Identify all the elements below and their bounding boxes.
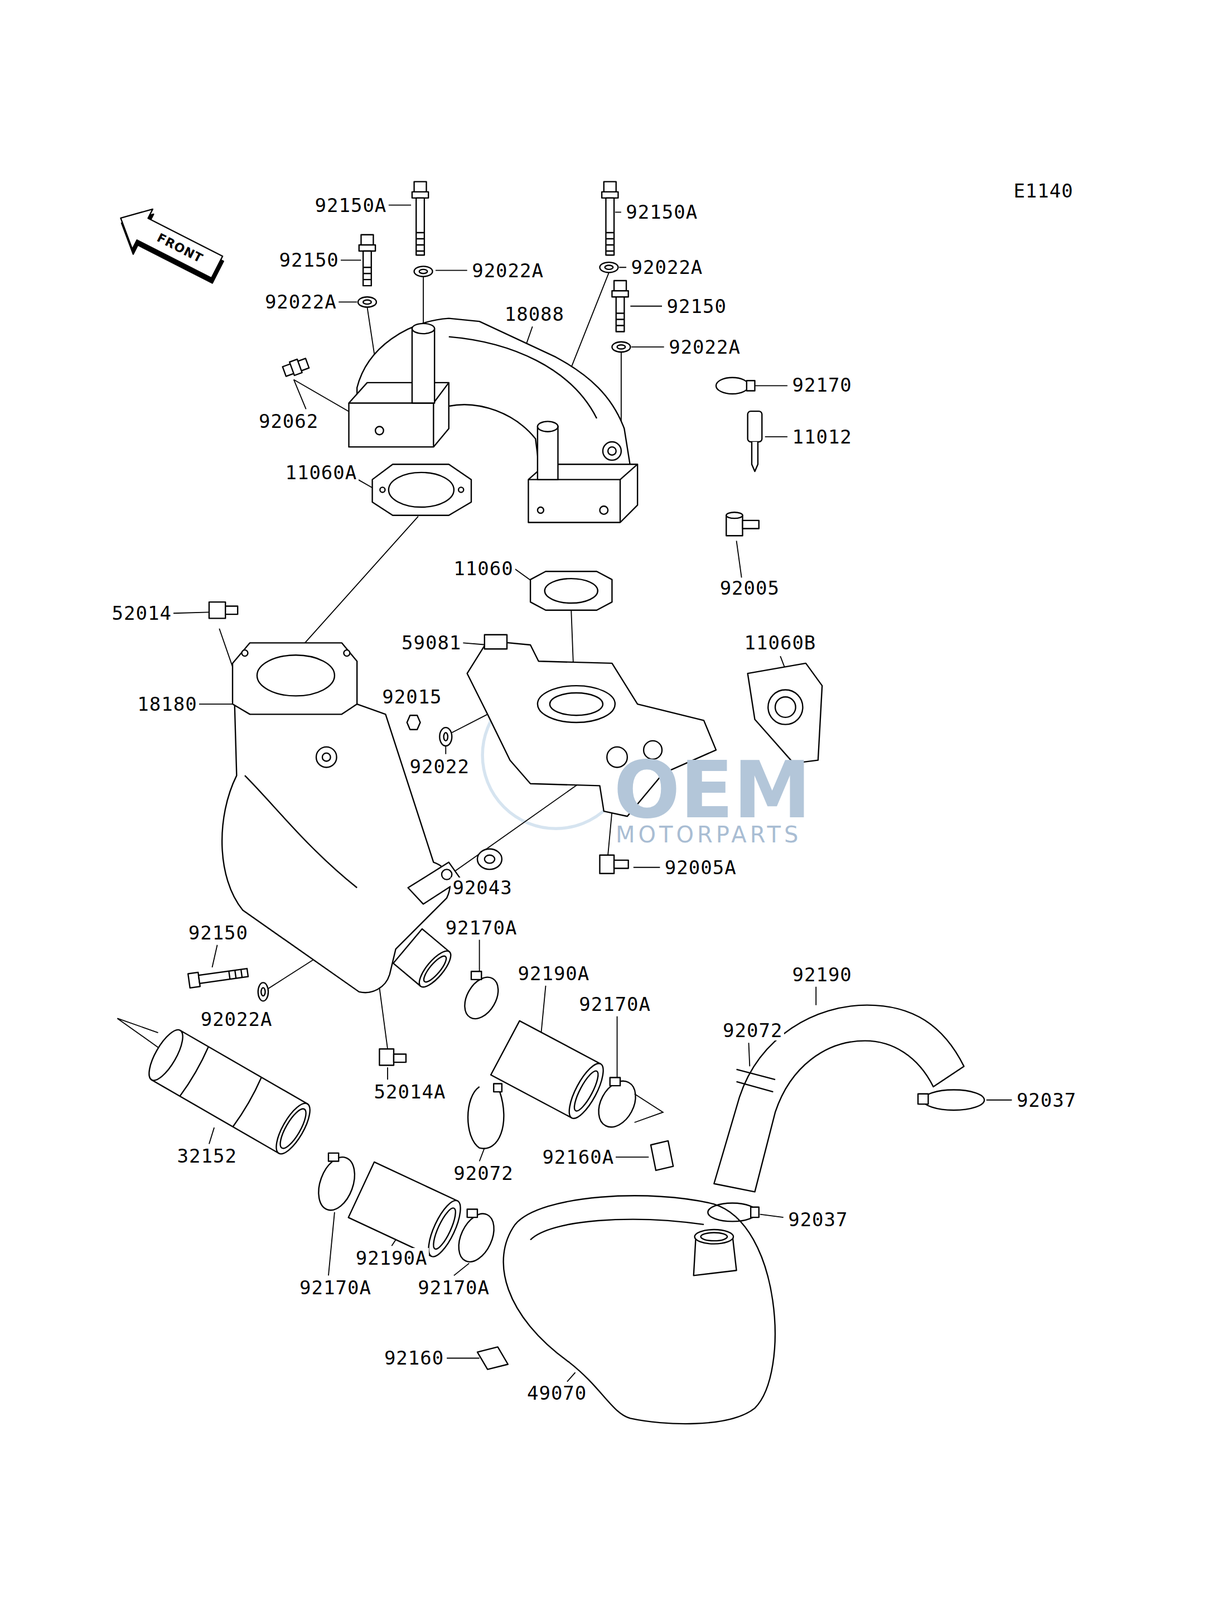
parts (108, 181, 985, 1424)
callout-number: 92150 (665, 296, 729, 317)
watermark: OEM (611, 758, 813, 823)
callout-number: 92005A (663, 857, 739, 878)
callout-number: 11012 (790, 426, 854, 447)
callout-number: 92170A (443, 917, 520, 938)
callout-number: 52014A (372, 1081, 448, 1102)
callout-number: 92005 (718, 577, 782, 598)
callout-number: 92170A (297, 1277, 374, 1298)
callout-number: 92022A (263, 291, 339, 312)
callout-number: 11060 (451, 558, 515, 579)
figure-code: E1140 (1011, 180, 1075, 201)
callout-number: 92022 (408, 756, 472, 777)
callout-number: 92037 (1014, 1089, 1079, 1110)
callout-number: 92150 (186, 922, 250, 943)
watermark: MOTORPARTS (614, 822, 804, 847)
callout-number: 18180 (135, 693, 199, 714)
callout-number: 92170 (790, 374, 854, 395)
callout-number: 52014 (110, 602, 174, 623)
callout-number: 92037 (786, 1209, 850, 1230)
callout-number: 92170A (416, 1277, 492, 1298)
callout-number: 92170A (577, 993, 653, 1014)
callout-number: 49070 (525, 1382, 589, 1403)
callout-number: 92043 (450, 877, 514, 898)
callout-number: 92190 (790, 964, 854, 985)
callout-number: 11060A (283, 462, 359, 483)
callout-number: 92022A (629, 257, 705, 278)
callout-number: 92022A (666, 336, 743, 357)
callout-number: 92062 (257, 411, 321, 432)
callout-number: 92150A (313, 195, 389, 216)
callout-number: 59081 (399, 632, 463, 653)
callout-number: 92015 (380, 686, 444, 707)
callout-number: 92150A (624, 201, 700, 222)
callout-number: 92022A (199, 1008, 275, 1029)
callout-number: 92022A (470, 260, 546, 281)
callout-number: 11060B (742, 632, 819, 653)
callout-number: 92190A (354, 1247, 430, 1268)
callout-number: 18088 (503, 303, 567, 325)
callout-number: 92072 (721, 1020, 785, 1041)
callout-number: 92072 (451, 1162, 515, 1183)
callout-number: 92190A (515, 963, 592, 984)
callout-number: 32152 (175, 1145, 239, 1166)
callout-number: 92150 (277, 249, 341, 270)
callout-number: 92160A (540, 1146, 616, 1167)
callout-number: 92160 (382, 1347, 446, 1368)
